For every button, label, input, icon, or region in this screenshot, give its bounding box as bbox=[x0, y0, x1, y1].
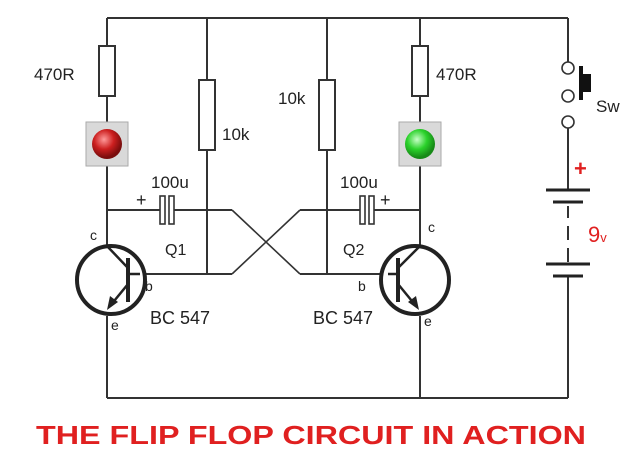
capacitor-c2-plus: + bbox=[380, 190, 391, 210]
capacitor-c1-plus: + bbox=[136, 190, 147, 210]
capacitor-c1 bbox=[159, 195, 175, 225]
push-switch bbox=[561, 61, 591, 129]
q1-collector-label: c bbox=[90, 227, 97, 243]
q1-label: Q1 bbox=[165, 242, 186, 259]
q2-emitter-label: e bbox=[424, 313, 432, 329]
capacitor-c1-label: 100u bbox=[151, 173, 189, 192]
battery-voltage-label: 9v bbox=[588, 222, 607, 247]
battery-plus-label: + bbox=[574, 156, 587, 181]
q2-base-label: b bbox=[358, 278, 366, 294]
q2-type-label: BC 547 bbox=[313, 308, 373, 328]
battery bbox=[546, 188, 590, 278]
diagram-caption: THE FLIP FLOP CIRCUIT IN ACTION bbox=[36, 420, 586, 450]
wiring bbox=[106, 17, 569, 399]
resistor-r1 bbox=[98, 45, 116, 97]
q1-base-label: b bbox=[145, 278, 153, 294]
q2-label: Q2 bbox=[343, 242, 364, 259]
resistor-r4-label: 470R bbox=[436, 65, 477, 84]
transistor-q1 bbox=[75, 244, 147, 316]
capacitor-c2 bbox=[359, 195, 375, 225]
q1-emitter-label: e bbox=[111, 317, 119, 333]
switch-label: Sw bbox=[596, 97, 620, 116]
capacitor-c2-label: 100u bbox=[340, 173, 378, 192]
transistor-q2 bbox=[379, 244, 451, 316]
resistor-r2 bbox=[198, 79, 216, 151]
resistor-r1-label: 470R bbox=[34, 65, 75, 84]
cross-wire-b bbox=[231, 209, 301, 275]
resistor-r3-label: 10k bbox=[278, 89, 306, 108]
q2-collector-label: c bbox=[428, 219, 435, 235]
resistor-r2-label: 10k bbox=[222, 125, 250, 144]
led-left-red bbox=[85, 121, 129, 167]
led-right-green bbox=[398, 121, 442, 167]
q1-type-label: BC 547 bbox=[150, 308, 210, 328]
resistor-r4 bbox=[411, 45, 429, 97]
resistor-r3 bbox=[318, 79, 336, 151]
